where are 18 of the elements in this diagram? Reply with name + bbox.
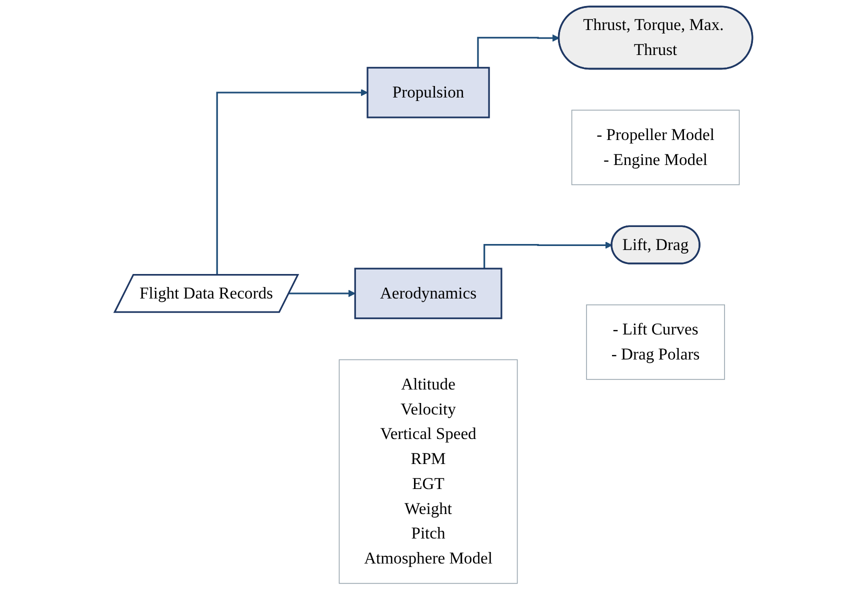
node-box: Propulsion <box>366 66 490 118</box>
node-label: - Lift Curves <box>612 320 698 339</box>
node-label: Atmosphere Model <box>364 549 492 568</box>
node-label: Vertical Speed <box>380 425 476 444</box>
node-label: EGT <box>412 474 444 494</box>
node-label: Pitch <box>411 524 446 543</box>
node-box: Aerodynamics <box>354 268 502 320</box>
node-label: RPM <box>410 450 446 468</box>
arrow <box>216 88 368 276</box>
node-label: Weight <box>404 500 452 518</box>
arrow <box>484 242 612 269</box>
arrow <box>477 34 560 68</box>
node-label: Altitude <box>401 375 456 394</box>
node-label: - Engine Model <box>604 150 708 169</box>
node-label: Velocity <box>400 400 456 419</box>
node-label: - Drag Polars <box>611 345 700 364</box>
node-label: - Propeller Model <box>596 126 714 144</box>
arrow <box>288 290 356 298</box>
